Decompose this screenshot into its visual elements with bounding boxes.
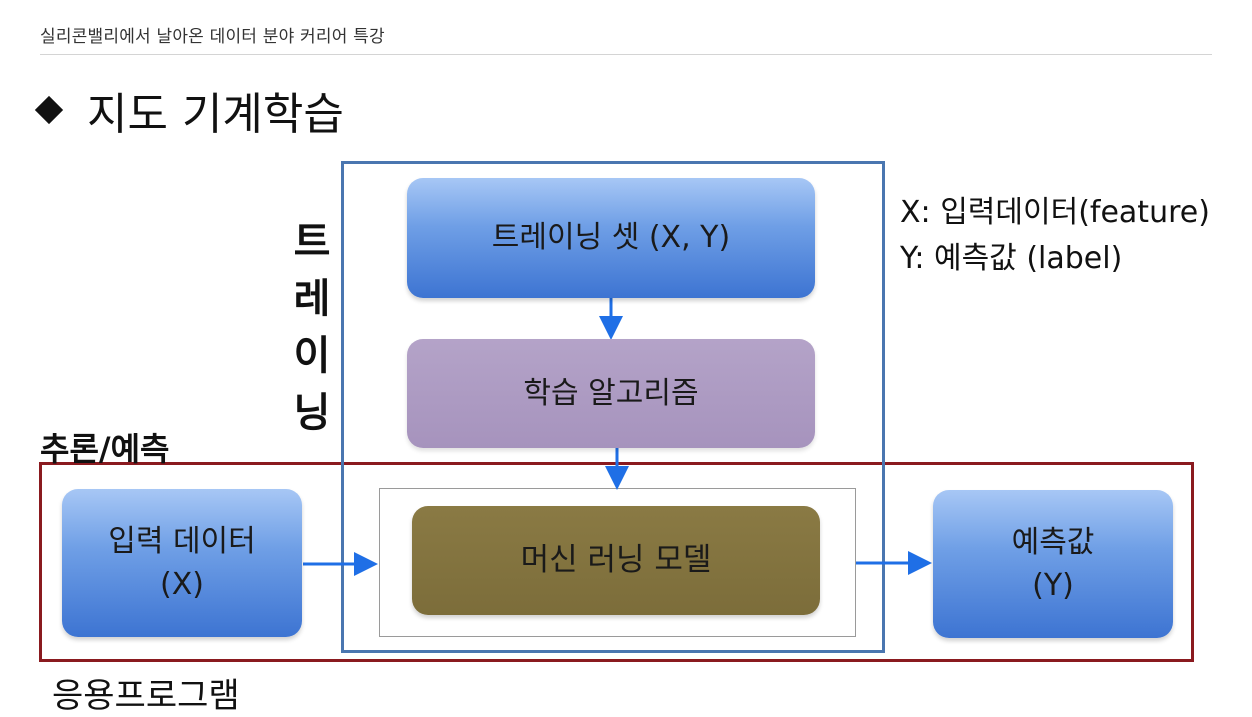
training-label-char: 레 [293,276,331,322]
header-divider [40,54,1212,55]
training-label-char: 트 [293,219,331,265]
input-data-box: 입력 데이터 (X) [62,489,302,637]
prediction-label: 예측값 [1011,524,1095,560]
inference-label: 추론/예측 [40,430,170,468]
training-label-char: 닝 [293,390,331,436]
slide-title: 지도 기계학습 [34,80,344,140]
slide-title-text: 지도 기계학습 [87,89,344,140]
training-set-box: 트레이닝 셋 (X, Y) [407,178,815,298]
training-frame [341,161,885,653]
ml-model-box: 머신 러닝 모델 [412,506,820,615]
input-data-label: 입력 데이터 [108,523,256,559]
application-label: 응용프로그램 [52,676,240,716]
input-data-symbol: (X) [160,567,204,602]
learning-algorithm-label: 학습 알고리즘 [523,375,699,411]
legend-y: Y: 예측값 (label) [900,241,1123,276]
prediction-box: 예측값 (Y) [933,490,1173,638]
header-title: 실리콘밸리에서 날아온 데이터 분야 커리어 특강 [40,27,385,47]
training-set-label: 트레이닝 셋 (X, Y) [491,220,731,256]
ml-model-label: 머신 러닝 모델 [520,542,712,579]
training-vertical-label: 트 레 이 닝 [287,214,337,442]
training-label-char: 이 [293,333,331,379]
learning-algorithm-box: 학습 알고리즘 [407,339,815,448]
legend-x: X: 입력데이터(feature) [900,195,1210,230]
legend: X: 입력데이터(feature) Y: 예측값 (label) [900,190,1210,282]
prediction-symbol: (Y) [1032,568,1074,603]
